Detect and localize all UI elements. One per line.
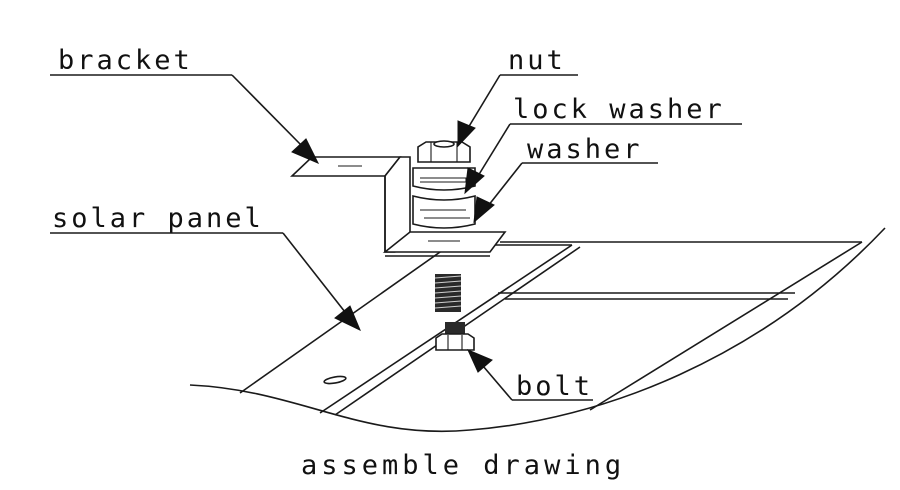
fastener-stack bbox=[412, 140, 476, 229]
bolt-label: bolt bbox=[516, 371, 593, 402]
nut-label: nut bbox=[508, 45, 566, 76]
lock-washer-leader bbox=[464, 123, 742, 195]
bolt-leader bbox=[467, 349, 593, 401]
roof-surface bbox=[189, 227, 886, 433]
solar-panel-label: solar panel bbox=[52, 203, 264, 234]
bracket-part bbox=[289, 156, 507, 257]
washer-leader bbox=[473, 162, 658, 224]
bracket-label: bracket bbox=[58, 45, 193, 76]
caption: assemble drawing bbox=[301, 450, 625, 481]
washer-label: washer bbox=[527, 134, 643, 165]
bolt-part bbox=[434, 274, 475, 351]
lock-washer-label: lock washer bbox=[513, 94, 725, 125]
solar-panel-leader bbox=[50, 232, 361, 332]
bracket-leader bbox=[50, 74, 320, 164]
nut-leader bbox=[457, 74, 578, 148]
